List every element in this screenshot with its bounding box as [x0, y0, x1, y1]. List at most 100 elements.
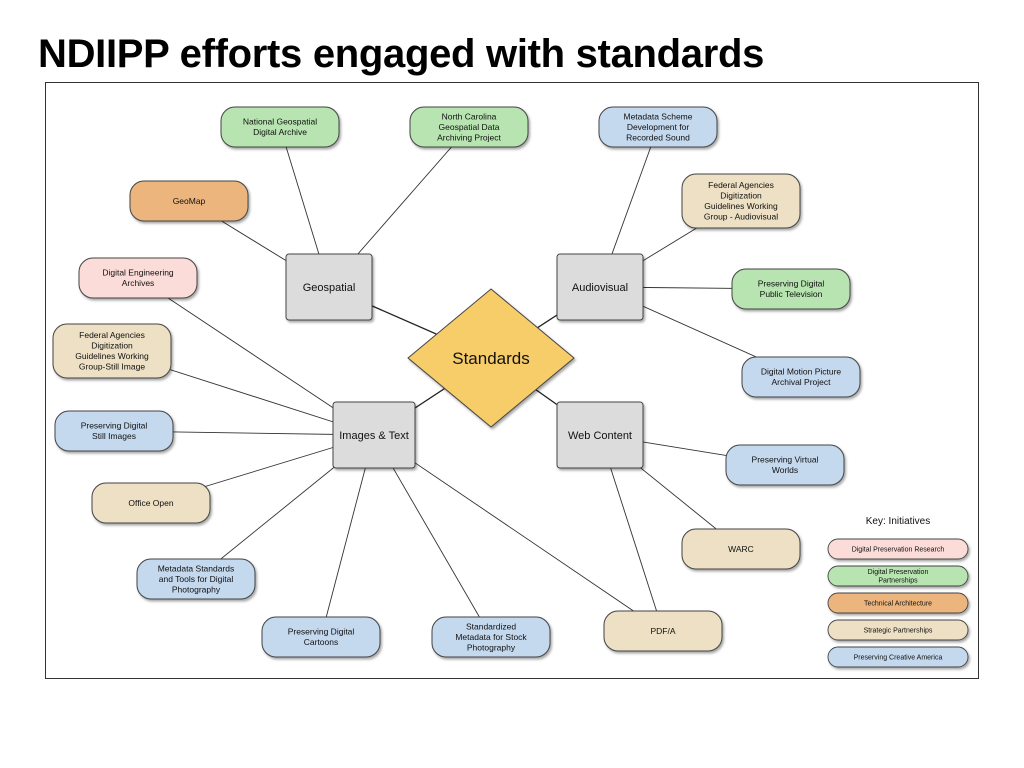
initiative-label: Digitization [91, 341, 133, 351]
initiative-label: Preserving Digital [288, 627, 355, 637]
hub-label: Geospatial [303, 282, 356, 294]
initiative-label: Digital Archive [253, 127, 307, 137]
initiative-label: Metadata Standards [158, 563, 235, 573]
initiative-box [725, 444, 845, 486]
legend-item-technical: Technical Architecture [827, 592, 969, 614]
initiative-box [598, 106, 718, 148]
initiative-label: Development for [627, 122, 690, 132]
initiative-label: Standardized [466, 621, 516, 631]
initiative-pdfa: PDF/A [603, 610, 723, 652]
initiative-label: Group-Still Image [79, 362, 145, 372]
initiative-label: Archives [122, 278, 155, 288]
initiative-box [409, 106, 529, 148]
initiative-label: Federal Agencies [708, 180, 774, 190]
hub-label: Images & Text [339, 430, 409, 442]
initiative-label: Preserving Digital [758, 279, 825, 289]
initiative-label: Worlds [772, 465, 798, 475]
page-title: NDIIPP efforts engaged with standards [38, 32, 765, 76]
legend-swatch [827, 538, 969, 560]
legend-item-label: Digital Preservation Research [852, 546, 945, 553]
connector-pdfa-img [373, 434, 664, 632]
initiative-label: Photography [467, 642, 516, 652]
initiative-label: Cartoons [304, 637, 339, 647]
legend-item-label: Strategic Partnerships [864, 627, 933, 634]
hub-label: Web Content [568, 430, 632, 442]
initiative-label: Archiving Project [437, 132, 501, 142]
initiative-box [731, 268, 851, 310]
initiative-label: PDF/A [650, 626, 675, 636]
hub-box [556, 401, 644, 469]
connector-pdc-img [320, 434, 375, 638]
initiative-box [91, 482, 211, 524]
initiative-box [54, 410, 174, 452]
initiative-label: National Geospatial [243, 117, 317, 127]
initiative-label: Archival Project [771, 377, 831, 387]
initiative-warc: WARC [681, 528, 801, 570]
initiative-label: Public Television [760, 289, 823, 299]
initiative-label: Office Open [128, 498, 173, 508]
connector-smsp-img [373, 434, 492, 638]
legend-swatch [827, 646, 969, 668]
legend-swatch [827, 592, 969, 614]
standards-center-node: Standards [407, 288, 575, 428]
initiative-label: Geospatial Data [439, 122, 500, 132]
initiative-box [431, 616, 551, 658]
initiative-label: Preserving Virtual [752, 455, 819, 465]
initiative-label: Guidelines Working [75, 351, 149, 361]
legend-item-label: Technical Architecture [864, 600, 932, 607]
legend-swatch [827, 565, 969, 587]
hub-box [332, 401, 416, 469]
legend-item-research: Digital Preservation Research [827, 538, 969, 560]
hub-web: Web Content [556, 401, 644, 469]
initiative-box [681, 173, 801, 229]
initiative-box [741, 356, 861, 398]
initiative-label: Still Images [92, 431, 136, 441]
initiative-label: Metadata for Stock [455, 632, 527, 642]
initiative-label: Metadata Scheme [624, 111, 693, 121]
hub-box [556, 253, 644, 321]
initiative-label: GeoMap [173, 196, 206, 206]
initiative-geomap: GeoMap [129, 180, 249, 222]
standards-label: Standards [452, 349, 530, 368]
initiative-label: Photography [172, 584, 221, 594]
hub-label: Audiovisual [572, 282, 628, 294]
initiative-box [261, 616, 381, 658]
initiative-box [78, 257, 198, 299]
initiative-label: Federal Agencies [79, 330, 145, 340]
legend-item-label: Digital Preservation [868, 569, 929, 576]
initiative-label: Recorded Sound [626, 132, 690, 142]
hub-av: Audiovisual [556, 253, 644, 321]
initiative-label: Digital Engineering [102, 268, 174, 278]
legend-item-creative: Preserving Creative America [827, 646, 969, 668]
hub-img: Images & Text [332, 401, 416, 469]
legend-item-label: Partnerships [878, 578, 918, 585]
initiative-label: Guidelines Working [704, 201, 778, 211]
initiative-box [603, 610, 723, 652]
initiative-label: WARC [728, 544, 754, 554]
legend-item-strategic: Strategic Partnerships [827, 619, 969, 641]
initiative-box [52, 323, 172, 379]
legend-item-label: Preserving Creative America [854, 654, 943, 661]
initiative-box [129, 180, 249, 222]
initiative-box [220, 106, 340, 148]
initiative-label: and Tools for Digital [159, 574, 234, 584]
legend-swatch [827, 619, 969, 641]
hub-geo: Geospatial [285, 253, 373, 321]
initiative-label: North Carolina [442, 111, 497, 121]
initiative-label: Digitization [720, 191, 762, 201]
initiative-label: Preserving Digital [81, 421, 148, 431]
initiative-label: Digital Motion Picture [761, 367, 842, 377]
